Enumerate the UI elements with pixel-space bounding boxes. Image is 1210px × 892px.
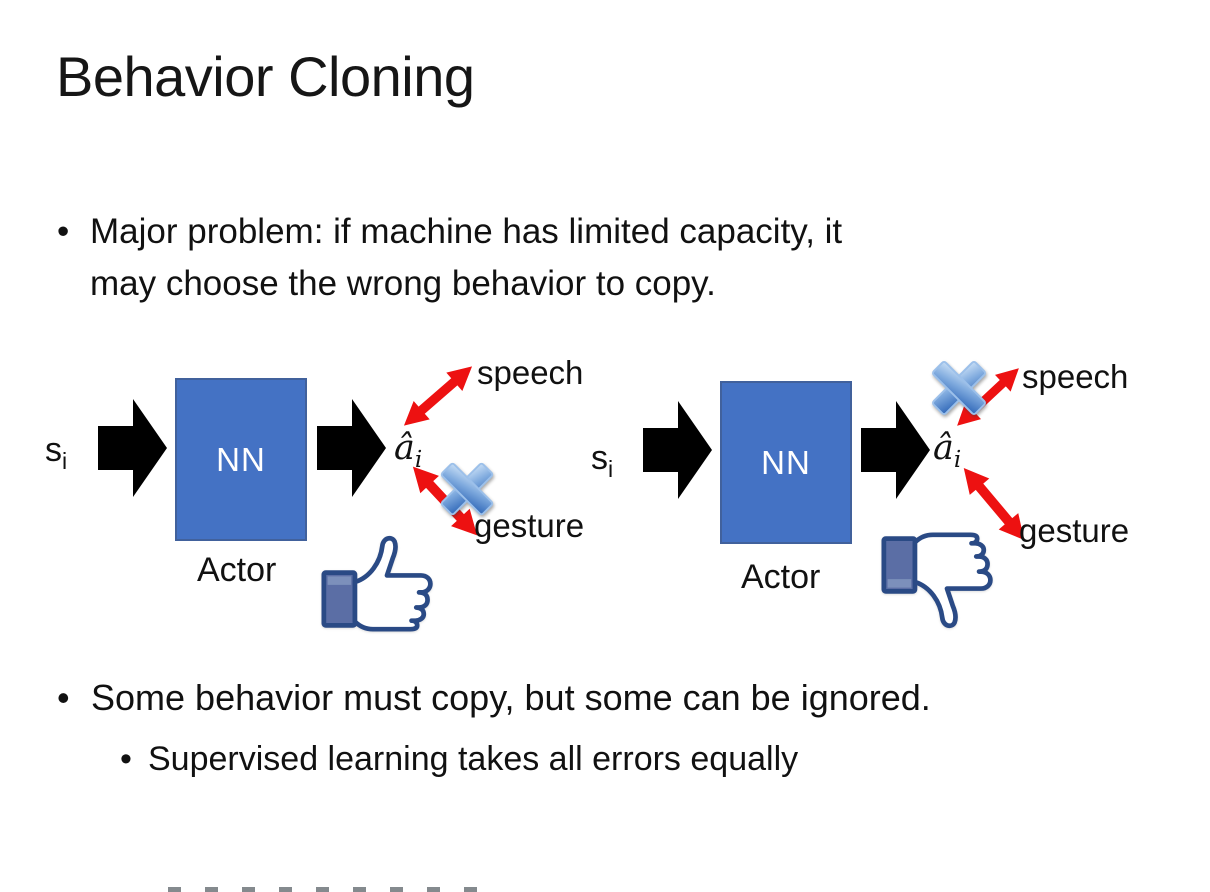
bullet-marker: •: [57, 212, 70, 251]
nn-box: NN: [720, 381, 852, 544]
actor-caption: Actor: [741, 558, 821, 596]
bullet-marker: •: [120, 740, 132, 778]
output-action-subscript: i: [953, 447, 962, 473]
block-arrow-icon: [98, 399, 167, 497]
thumbs-down-icon: [881, 532, 993, 629]
branch-label-speech: speech: [477, 354, 584, 391]
bullet-text: Some behavior must copy, but some can be…: [91, 677, 931, 718]
output-action-label: âi: [394, 428, 423, 473]
bullet-text: Supervised learning takes all errors equ…: [148, 740, 799, 778]
input-state-subscript: i: [62, 447, 68, 474]
nn-box-label: NN: [216, 440, 266, 478]
branch-label-speech: speech: [1022, 358, 1129, 395]
actor-caption: Actor: [197, 551, 277, 589]
bullet-marker: •: [57, 677, 70, 718]
branch-label-gesture: gesture: [474, 507, 585, 544]
block-arrow-icon: [861, 401, 930, 499]
branch-label-gesture: gesture: [1019, 512, 1130, 549]
cross-icon: [440, 462, 494, 516]
slide-title: Behavior Cloning: [56, 45, 475, 108]
thumbs-up-icon: [321, 535, 433, 632]
bullet-some-behavior: • Some behavior must copy, but some can …: [57, 674, 931, 722]
output-action-label: âi: [933, 428, 962, 473]
cross-icon: [932, 361, 986, 415]
input-state-label: si: [45, 431, 68, 474]
bullet-line-1: Major problem: if machine has limited ca…: [90, 212, 843, 251]
nn-box: NN: [175, 378, 307, 541]
bullet-line-2: may choose the wrong behavior to copy.: [90, 264, 716, 303]
block-arrow-icon: [643, 401, 712, 499]
bullet-text: Major problem: if machine has limited ca…: [90, 206, 842, 310]
block-arrow-icon: [317, 399, 386, 497]
bullet-major-problem: • Major problem: if machine has limited …: [57, 206, 842, 310]
double-arrow-icon: [403, 366, 473, 426]
input-state-subscript: i: [608, 455, 614, 482]
input-state-label: si: [591, 439, 614, 482]
output-action-subscript: i: [414, 447, 423, 473]
bullet-supervised-learning: • Supervised learning takes all errors e…: [120, 736, 798, 782]
nn-box-label: NN: [761, 443, 811, 481]
clipped-text-artifact: [168, 887, 488, 892]
double-arrow-icon: [963, 467, 1025, 541]
